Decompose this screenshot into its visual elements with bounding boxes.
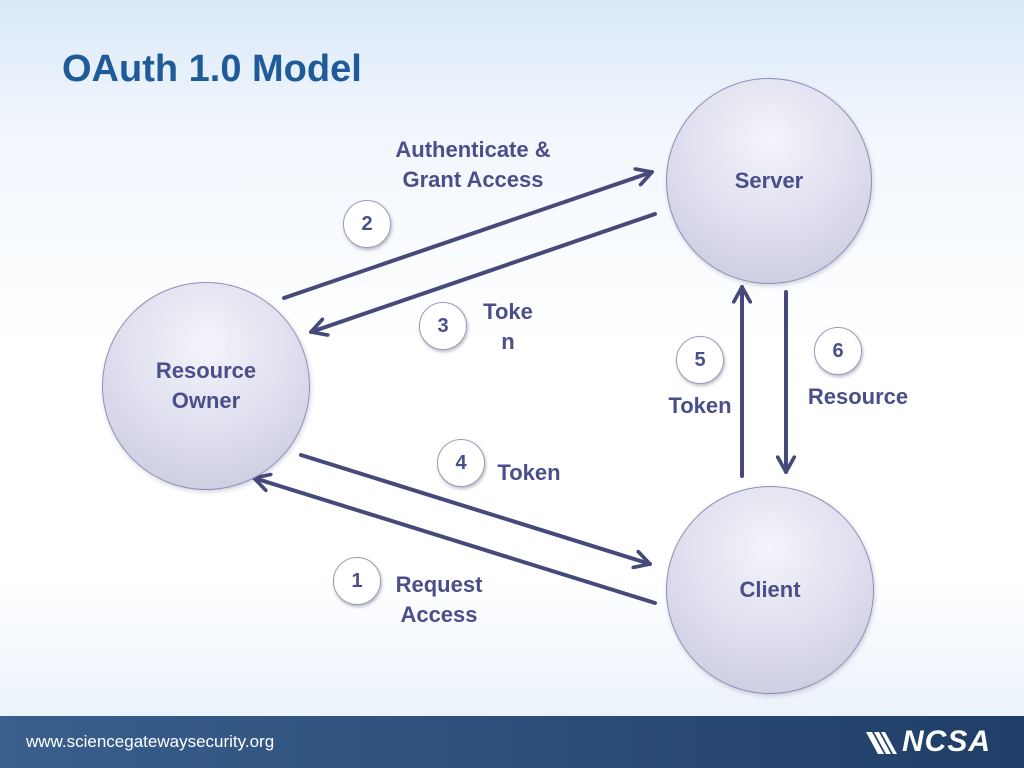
step-1-label: Request Access	[395, 572, 483, 627]
step-4-badge: 4	[437, 439, 485, 487]
step-6-label: Resource	[807, 384, 909, 409]
arrow-step-1-request	[252, 478, 657, 605]
step-3-badge: 3	[419, 302, 467, 350]
ncsa-stripes-icon	[866, 732, 897, 754]
arrow-step-2-authenticate	[282, 172, 654, 300]
step-3-label: Toke n	[483, 299, 533, 354]
step-5-badge: 5	[676, 336, 724, 384]
server-node: Server	[666, 78, 872, 284]
client-node-label: Client	[739, 577, 801, 602]
footer-url: www.sciencegatewaysecurity.org	[26, 732, 275, 751]
slide-title: OAuth 1.0 Model	[62, 48, 362, 90]
resource-owner-node: Resource Owner	[102, 282, 310, 490]
footer-bar: www.sciencegatewaysecurity.org NCSA	[0, 716, 1024, 768]
step-4-label: Token	[497, 460, 561, 485]
arrow-step-3-token	[309, 212, 657, 332]
step-6-badge: 6	[814, 327, 862, 375]
arrow-step-4-token	[299, 453, 652, 564]
step-2-label: Authenticate & Grant Access	[395, 137, 551, 192]
ncsa-logo: NCSA	[864, 724, 1014, 760]
resource-owner-node-label: Resource Owner	[155, 358, 257, 413]
step-5-label: Token	[668, 393, 732, 418]
step-1-badge: 1	[333, 557, 381, 605]
client-node: Client	[666, 486, 874, 694]
ncsa-logo-text: NCSA	[902, 725, 992, 758]
server-node-label: Server	[734, 168, 804, 193]
step-2-badge: 2	[343, 200, 391, 248]
